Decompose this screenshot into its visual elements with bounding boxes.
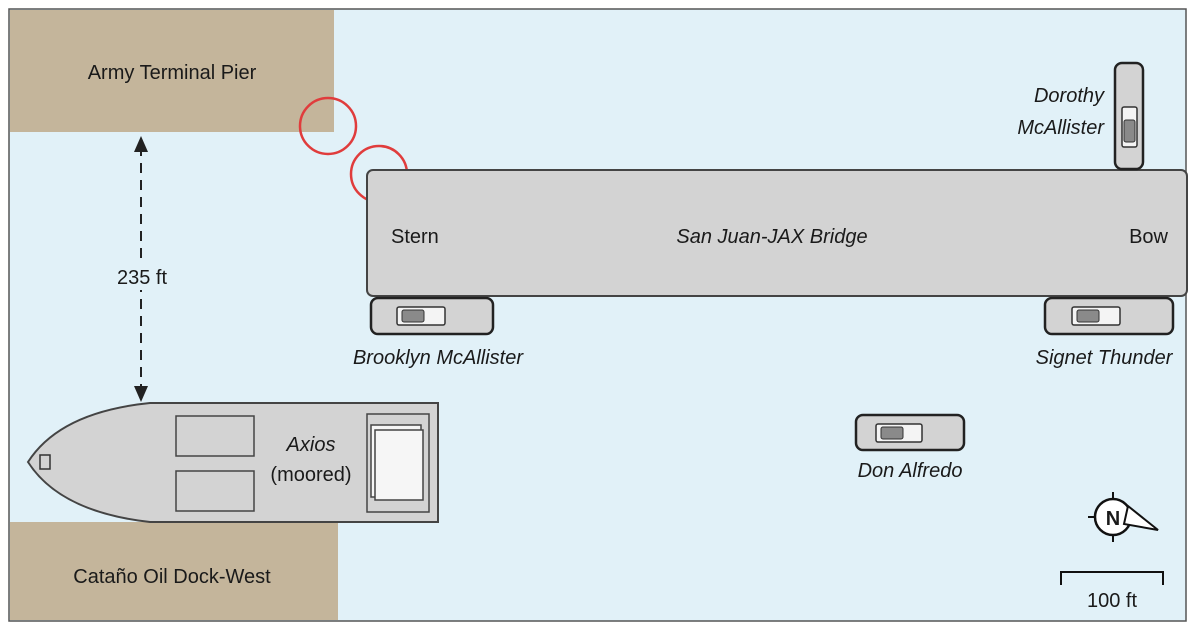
tug-don-alfredo-label: Don Alfredo <box>858 460 963 482</box>
tug-don-alfredo <box>856 415 964 450</box>
tug-signet-label: Signet Thunder <box>1036 347 1174 369</box>
tug-brooklyn-label: Brooklyn McAllister <box>353 347 524 369</box>
distance-label: 235 ft <box>117 267 167 289</box>
army-terminal-pier-label: Army Terminal Pier <box>88 62 257 84</box>
tug-dorothy-label-line2: McAllister <box>1017 117 1105 139</box>
tug-dorothy-mcallister <box>1115 63 1143 169</box>
scale-label: 100 ft <box>1087 590 1137 612</box>
axios-status-label: (moored) <box>270 464 351 486</box>
bridge-vessel-name: San Juan-JAX Bridge <box>676 226 867 248</box>
stern-label: Stern <box>391 226 439 248</box>
tug-brooklyn-mcallister <box>371 298 493 334</box>
tug-signet-thunder <box>1045 298 1173 334</box>
compass-letter: N <box>1106 508 1120 530</box>
bow-label: Bow <box>1129 226 1168 248</box>
catano-oil-dock-label: Cataño Oil Dock-West <box>73 566 271 588</box>
tug-dorothy-label-line1: Dorothy <box>1034 85 1105 107</box>
moored-ship-axios <box>28 403 438 522</box>
axios-name-label: Axios <box>286 434 336 456</box>
